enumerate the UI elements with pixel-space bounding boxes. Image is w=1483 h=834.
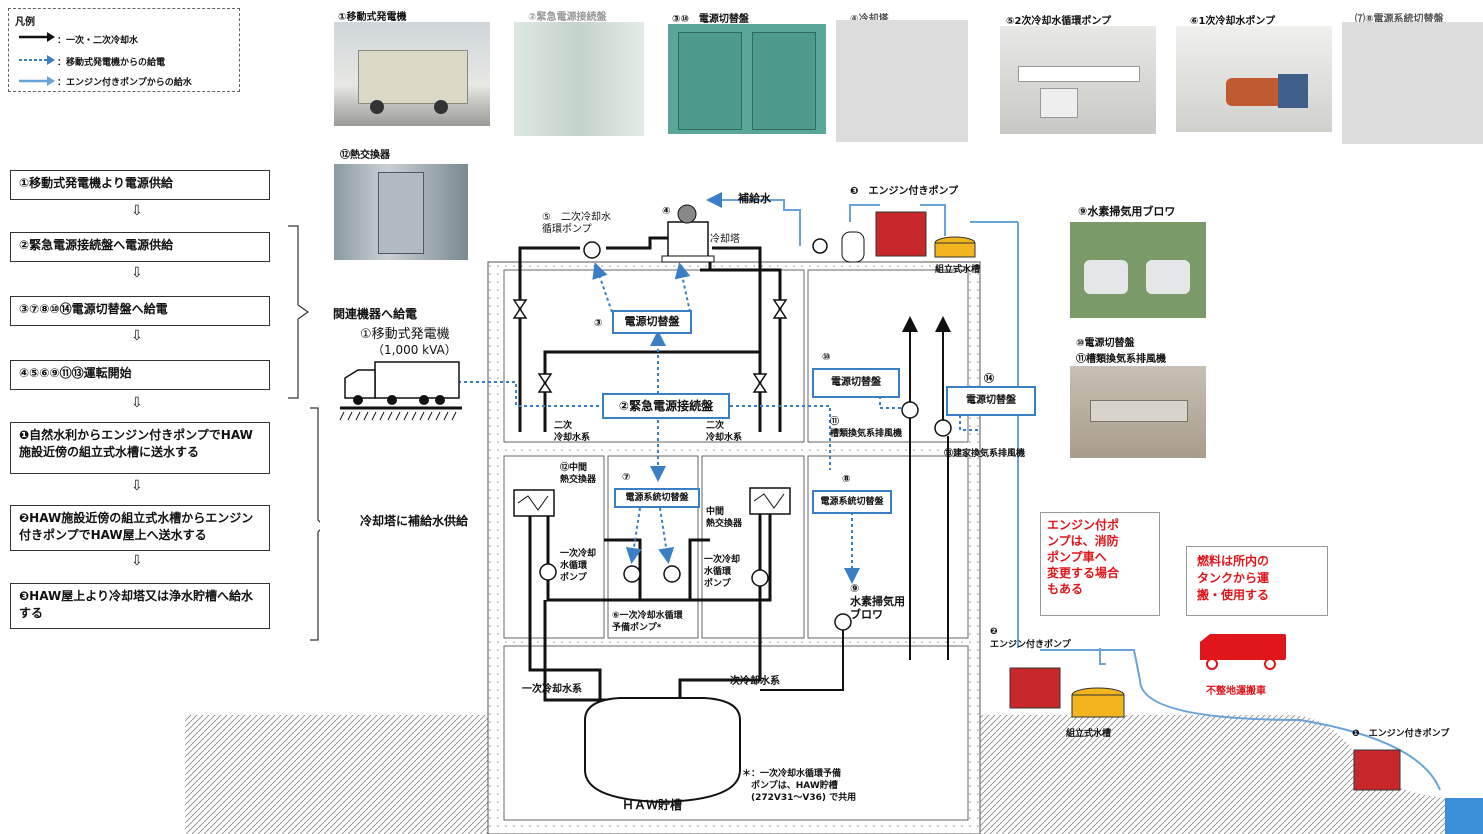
exhaust-photo: [1070, 366, 1206, 458]
makeup-water-label: 補給水: [738, 192, 771, 205]
primary-system-right: 一次冷却水系: [720, 676, 780, 687]
legend: 凡例 ：一次・二次冷却水 ：移動式発電機からの給電 ：エンジン付きポンプからの給…: [8, 8, 240, 92]
system-switch-8: 電源系統切替盤: [812, 490, 892, 514]
spare-pump-label: ⑥一次冷却水循環 予備ポンプ*: [612, 611, 683, 633]
flow-step-2: ②緊急電源接続盤へ電源供給: [10, 232, 270, 262]
switch-10-number: ⑩: [822, 352, 831, 363]
switch-panel-14: 電源切替盤: [946, 386, 1036, 416]
truck-icon: [339, 361, 462, 421]
switch-panel-photo: [668, 24, 826, 134]
haw-tank-label: ＨＡＷ貯槽: [622, 798, 683, 812]
photo-caption-primary-pump: ⑥1次冷却水ポンプ: [1190, 16, 1276, 27]
switch-panel-3: 電源切替盤: [612, 310, 692, 334]
switch-panel-10: 電源切替盤: [812, 368, 900, 398]
flow-arrow: ⇩: [131, 395, 143, 411]
blower-photo: [1070, 222, 1206, 318]
ground-hatch: [185, 715, 490, 834]
brace-power-label: 関連機器へ給電: [333, 307, 418, 321]
flow-arrow: ⇩: [131, 203, 143, 219]
flow-arrow: ⇩: [131, 328, 143, 344]
heat-exchanger-right-label: 中間 熱交換器: [706, 507, 743, 529]
haw-tank: [584, 697, 741, 804]
photo-caption-system-switch: ⑺⑧電源系統切替盤: [1355, 14, 1444, 25]
generator-photo: [334, 22, 490, 126]
legend-item-power: ：移動式発電機からの給電: [57, 58, 166, 68]
photo-caption-exhaust-11: ⑪槽類換気系排風機: [1076, 354, 1166, 365]
secondary-pump-photo: [1000, 26, 1156, 134]
secondary-pump-label: ⑤ 二次冷却水 循環ポンプ: [542, 212, 611, 235]
fire-pump-note: エンジン付ポ ンプは、消防 ポンプ車へ 変更する場合 もある: [1040, 512, 1160, 616]
flow-step-1: ①移動式発電機より電源供給: [10, 170, 270, 200]
tower-label: 冷却塔: [710, 234, 740, 245]
ground-hatch: [980, 715, 1483, 834]
flow-step-3: ③⑦⑧⑩⑭電源切替盤へ給電: [10, 296, 270, 326]
transport-truck-label: 不整地運搬車: [1206, 686, 1266, 697]
generator-label: ①移動式発電機: [360, 327, 450, 342]
system-switch-7: 電源系統切替盤: [614, 488, 700, 508]
flow-arrow: ⇩: [131, 553, 143, 569]
switch-14-number: ⑭: [984, 374, 994, 385]
photo-caption-generator: ①移動式発電機: [338, 12, 407, 23]
cooling-tower-photo: [836, 20, 968, 142]
flow-water-3: ❸HAW屋上より冷却塔又は浄水貯槽へ給水する: [10, 583, 270, 629]
legend-arrows: [19, 32, 55, 86]
transport-truck-icon: [1200, 634, 1286, 670]
legend-item-cooling: ：一次・二次冷却水: [57, 36, 139, 46]
photo-caption-switch: ③⑩ 電源切替盤: [672, 14, 749, 25]
system-switch-photo: [1342, 22, 1483, 144]
flow-water-2: ❷HAW施設近傍の組立式水槽からエンジン付きポンプでHAW屋上へ送水する: [10, 505, 270, 551]
secondary-system-left: 二次 冷却水系: [554, 421, 591, 443]
generator-capacity: （1,000 kVA）: [372, 343, 457, 357]
ground-tank-label: 組立式水槽: [1066, 729, 1112, 739]
exhaust-11-label: ⑪ 槽類換気系排風機: [830, 417, 903, 439]
photo-caption-secondary-pump: ⑤2次冷却水循環ポンプ: [1006, 16, 1112, 27]
photo-caption-heat-exchanger: ⑫熱交換器: [340, 150, 390, 161]
flow-arrow: ⇩: [131, 478, 143, 494]
spare-pump-note: ＊：一次冷却水循環予備 ポンプは、HAW貯槽 (272V31～V36) で共用: [742, 769, 857, 803]
tower-number: ④: [662, 206, 671, 217]
switch-7-number: ⑦: [622, 472, 631, 483]
switch-3-number: ③: [594, 318, 603, 329]
legend-title: 凡例: [15, 17, 35, 28]
emergency-panel-photo: [514, 22, 644, 136]
water-source: [1445, 798, 1483, 834]
engine-pump-3-label: ❸ エンジン付きポンプ: [850, 186, 959, 197]
primary-pump-photo: [1176, 26, 1332, 132]
legend-item-water: ：エンジン付きポンプからの給水: [57, 78, 192, 88]
engine-pump-2-label: ❷ エンジン付きポンプ: [990, 627, 1071, 650]
emergency-panel: ②緊急電源接続盤: [602, 393, 730, 419]
secondary-system-right: 二次 冷却水系: [706, 421, 743, 443]
primary-pump-left-label: 一次冷却 水循環 ポンプ: [560, 549, 597, 583]
blower-label: ⑨ 水素掃気用 ブロワ: [850, 582, 905, 621]
switch-8-number: ⑧: [842, 474, 851, 485]
heat-exchanger-photo: [334, 164, 468, 260]
engine-pump-icon: [875, 211, 1401, 791]
engine-pump-1-label: ❶ エンジン付きポンプ: [1352, 729, 1450, 739]
flow-water-1: ❶自然水利からエンジン付きポンプでHAW施設近傍の組立式水槽に送水する: [10, 422, 270, 474]
fuel-note: 燃料は所内の タンクから運 搬・使用する: [1186, 546, 1328, 616]
primary-pump-right-label: 一次冷却 水循環 ポンプ: [704, 555, 741, 589]
photo-caption-emergency: ②緊急電源接続盤: [528, 12, 607, 23]
primary-system-left: 一次冷却水系: [522, 684, 582, 695]
brace-lines: [288, 225, 320, 641]
flow-arrow: ⇩: [131, 265, 143, 281]
heat-exchanger-left-label: ⑫中間 熱交換器: [560, 463, 597, 485]
brace-water-label: 冷却塔に補給水供給: [360, 514, 469, 528]
exhaust-13-label: ⑬建家換気系排風機: [944, 449, 1026, 459]
roof-tank-label: 組立式水槽: [935, 265, 981, 275]
photo-caption-switch-10: ⑩電源切替盤: [1076, 338, 1135, 349]
flow-step-4: ④⑤⑥⑨⑪⑬運転開始: [10, 360, 270, 390]
photo-caption-blower: ⑨水素掃気用ブロワ: [1078, 205, 1176, 218]
